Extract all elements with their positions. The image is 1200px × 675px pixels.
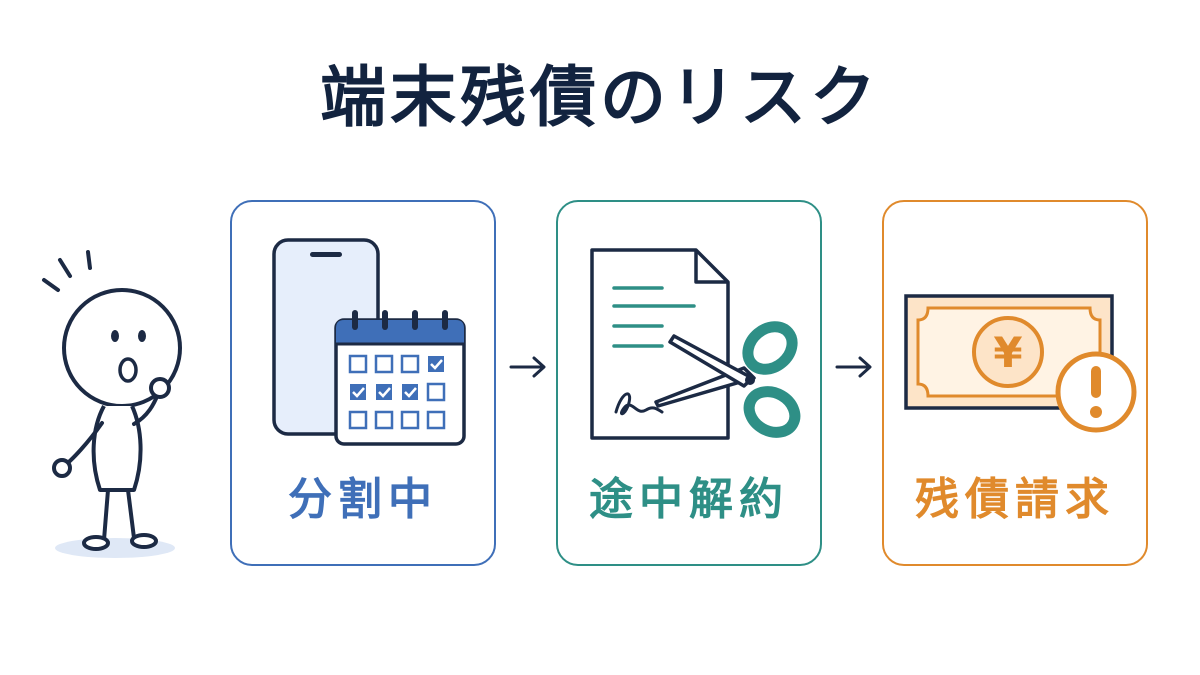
step-card-cancellation: 途中解約 bbox=[556, 200, 822, 566]
step-label-cancellation: 途中解約 bbox=[589, 474, 789, 525]
warning-icon bbox=[1055, 351, 1137, 433]
step-label-installment: 分割中 bbox=[288, 474, 438, 525]
page-title: 端末残債のリスク bbox=[320, 59, 880, 136]
surprised-person-icon bbox=[42, 250, 182, 558]
step-card-balance-claim: ¥ 残債請求 bbox=[882, 200, 1148, 566]
scissors-icon bbox=[654, 321, 801, 438]
yen-bill-icon: ¥ bbox=[904, 294, 1114, 410]
step-label-balance-claim: 残債請求 bbox=[915, 474, 1115, 525]
contract-document-icon bbox=[590, 248, 730, 440]
svg-text:¥: ¥ bbox=[993, 328, 1022, 377]
arrow-right-icon bbox=[835, 356, 872, 378]
calendar-icon bbox=[334, 310, 466, 446]
arrow-right-icon bbox=[509, 356, 546, 378]
step-card-installment: 分割中 bbox=[230, 200, 496, 566]
